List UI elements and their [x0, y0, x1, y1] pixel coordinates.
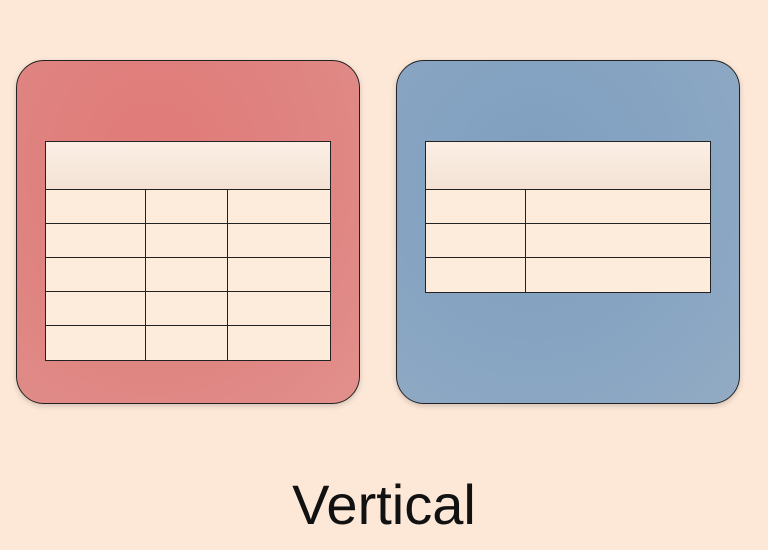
table-row	[46, 224, 330, 258]
table-cell	[228, 258, 330, 291]
table-row	[46, 190, 330, 224]
table-cell	[526, 258, 710, 292]
table-header	[46, 142, 330, 190]
table-row	[426, 190, 710, 224]
table-cell	[228, 292, 330, 325]
table-cell	[146, 292, 228, 325]
table-cell	[228, 326, 330, 360]
right-card	[396, 60, 740, 404]
table-cell	[228, 190, 330, 223]
table-cell	[426, 258, 526, 292]
table-cell	[228, 224, 330, 257]
table-cell	[526, 224, 710, 257]
table-cell	[46, 258, 146, 291]
table-header	[426, 142, 710, 190]
table-cell	[146, 326, 228, 360]
table-cell	[426, 190, 526, 223]
table-cell	[46, 326, 146, 360]
table-row	[46, 292, 330, 326]
table-row	[426, 258, 710, 292]
left-table	[45, 141, 331, 361]
table-cell	[526, 190, 710, 223]
table-cell	[46, 224, 146, 257]
table-row	[46, 326, 330, 360]
table-cell	[146, 258, 228, 291]
left-card	[16, 60, 360, 404]
table-cell	[426, 224, 526, 257]
caption: Vertical	[292, 473, 476, 536]
table-cell	[146, 190, 228, 223]
table-cell	[146, 224, 228, 257]
table-row	[426, 224, 710, 258]
table-cell	[46, 190, 146, 223]
right-table	[425, 141, 711, 293]
table-row	[46, 258, 330, 292]
table-cell	[46, 292, 146, 325]
